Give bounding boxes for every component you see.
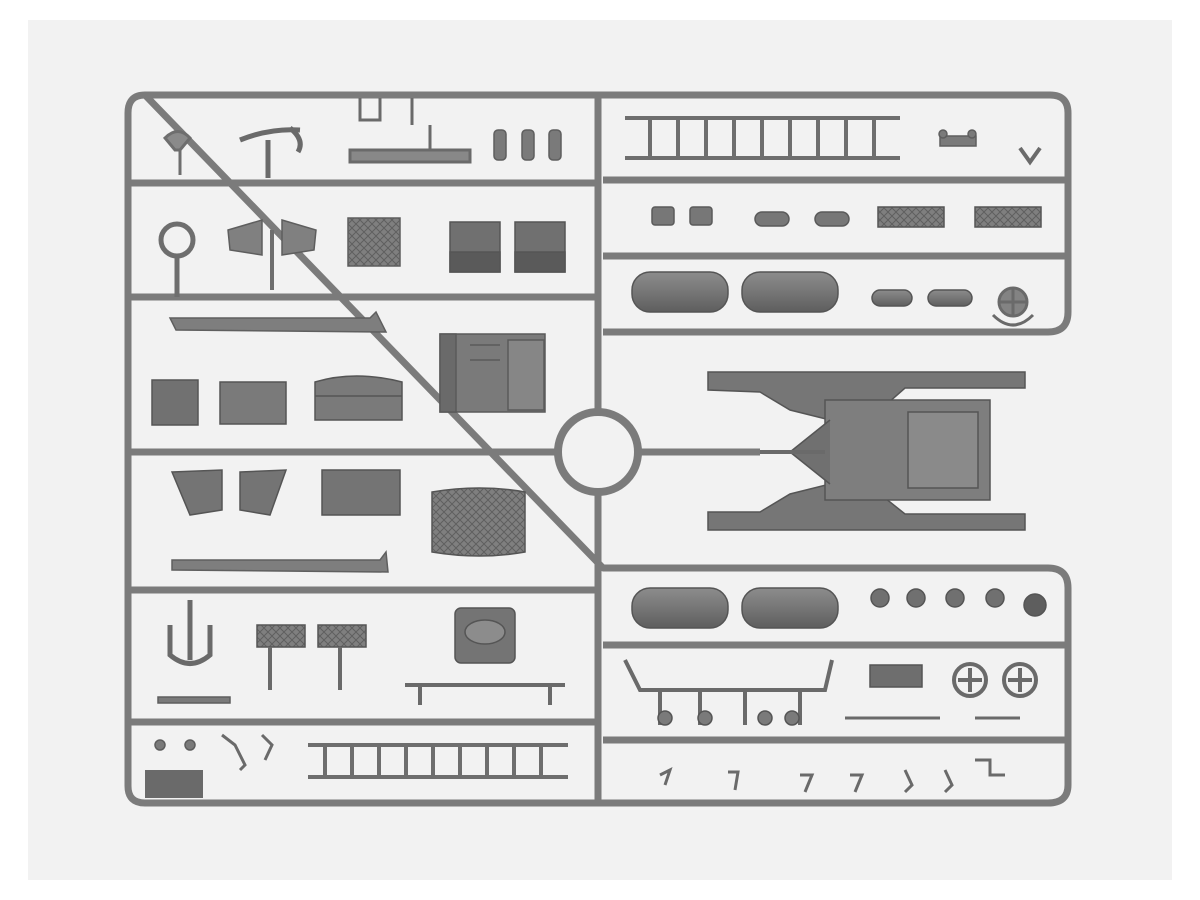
spark-plug-parts	[493, 129, 562, 161]
brake-drum-parts	[657, 710, 800, 726]
ladder-part-top	[625, 116, 900, 160]
seat-cushion-parts	[449, 221, 566, 273]
car-body-part	[707, 371, 1026, 531]
chassis-rail-part-upper	[168, 310, 388, 333]
rear-seat-part	[431, 487, 526, 557]
exhaust-parts	[871, 289, 973, 307]
seat-back-parts	[151, 375, 403, 426]
small-cylinders-row	[651, 206, 850, 227]
fuel-tank-parts-upper	[631, 271, 839, 313]
fender-parts-left	[170, 469, 401, 516]
radiator-grille-part	[347, 217, 401, 267]
front-frame-part	[623, 659, 834, 725]
fuel-tank-parts-lower	[631, 587, 839, 629]
spare-wheel-parts	[952, 662, 1038, 698]
horn-fittings-top-right	[938, 129, 1042, 166]
lamp-bracket-part	[162, 130, 192, 175]
battery-box-part	[869, 664, 923, 688]
sprue-frame	[124, 91, 1072, 807]
footrest-panels	[256, 624, 367, 690]
gear-lever-part	[348, 98, 472, 164]
small-brackets-bottom-right	[659, 716, 1020, 794]
radiator-part	[454, 607, 516, 664]
steering-wheel-part	[158, 221, 196, 297]
small-levers-bottom-left	[154, 696, 274, 772]
tread-plate-parts	[877, 206, 1042, 228]
axle-bracket-part	[167, 600, 213, 666]
front-axle-part	[405, 683, 565, 705]
steering-column-part	[239, 126, 303, 178]
wheel-hub-parts	[870, 588, 1047, 617]
floor-plate-part	[145, 770, 203, 798]
headlamp-reflector-parts	[227, 218, 317, 290]
fan-part	[991, 286, 1035, 327]
engine-block-part	[439, 333, 546, 413]
ladder-part-bottom	[308, 743, 568, 779]
chassis-rail-part-lower	[171, 550, 389, 573]
